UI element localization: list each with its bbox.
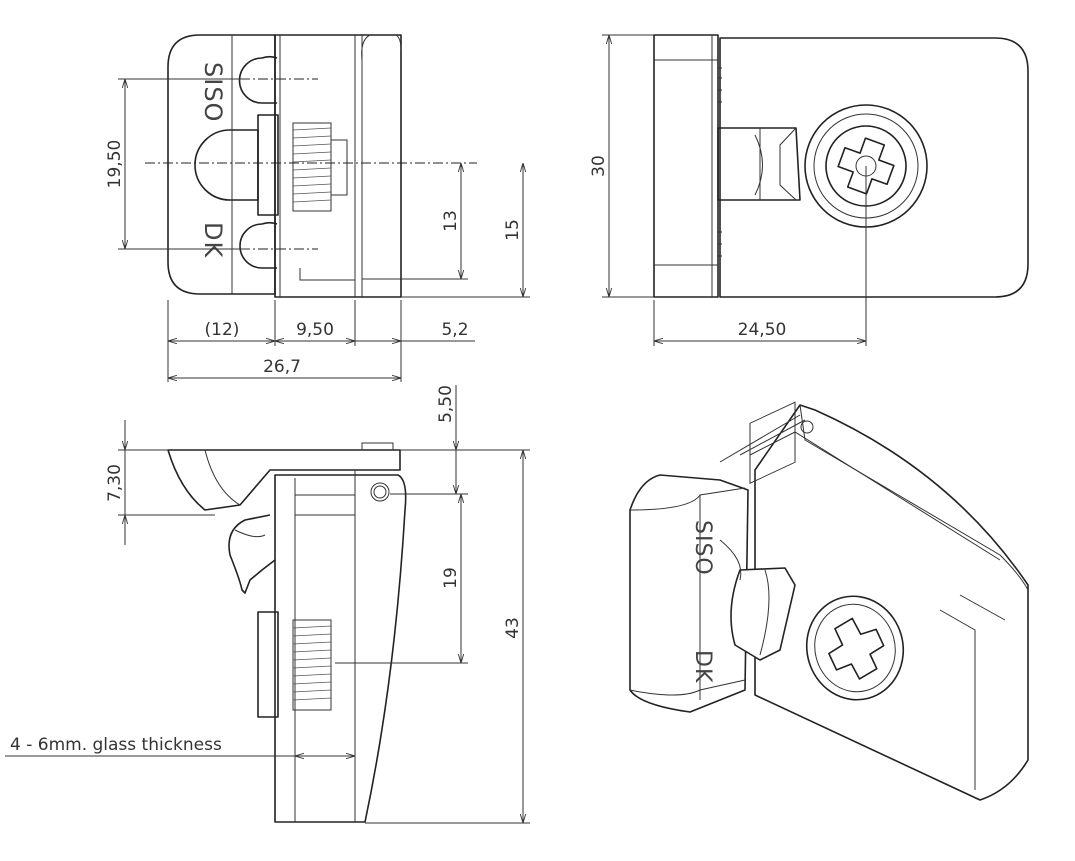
iso-view: SISO DK — [629, 401, 1029, 801]
dim-19-50: 19,50 — [105, 140, 125, 189]
dim-30: 30 — [589, 155, 609, 177]
side-view: 30 24,50 — [589, 34, 1029, 346]
dim-19: 19 — [441, 567, 461, 589]
dim-43: 43 — [503, 617, 523, 639]
iso-mark-siso: SISO — [690, 520, 715, 576]
glass-thickness-note: 4 - 6mm. glass thickness — [10, 735, 222, 755]
dim-9-50: 9,50 — [296, 320, 334, 340]
section-view: 7,30 5,50 19 43 4 - 6mm. glass thickness — [5, 385, 530, 824]
dim-26-7: 26,7 — [263, 357, 301, 377]
front-mark-siso: SISO — [199, 62, 227, 122]
front-view: SISO DK 19,50 13 15 (12) 9,50 5,2 26,7 — [105, 34, 530, 382]
iso-mark-dk: DK — [690, 650, 715, 683]
dim-15: 15 — [503, 219, 523, 241]
dim-13: 13 — [441, 210, 461, 232]
front-mark-dk: DK — [199, 222, 227, 258]
dim-7-30: 7,30 — [105, 464, 125, 502]
dim-12: (12) — [205, 320, 240, 340]
dim-24-50: 24,50 — [738, 320, 787, 340]
dim-5-50: 5,50 — [436, 385, 456, 423]
dim-5-2: 5,2 — [441, 320, 468, 340]
